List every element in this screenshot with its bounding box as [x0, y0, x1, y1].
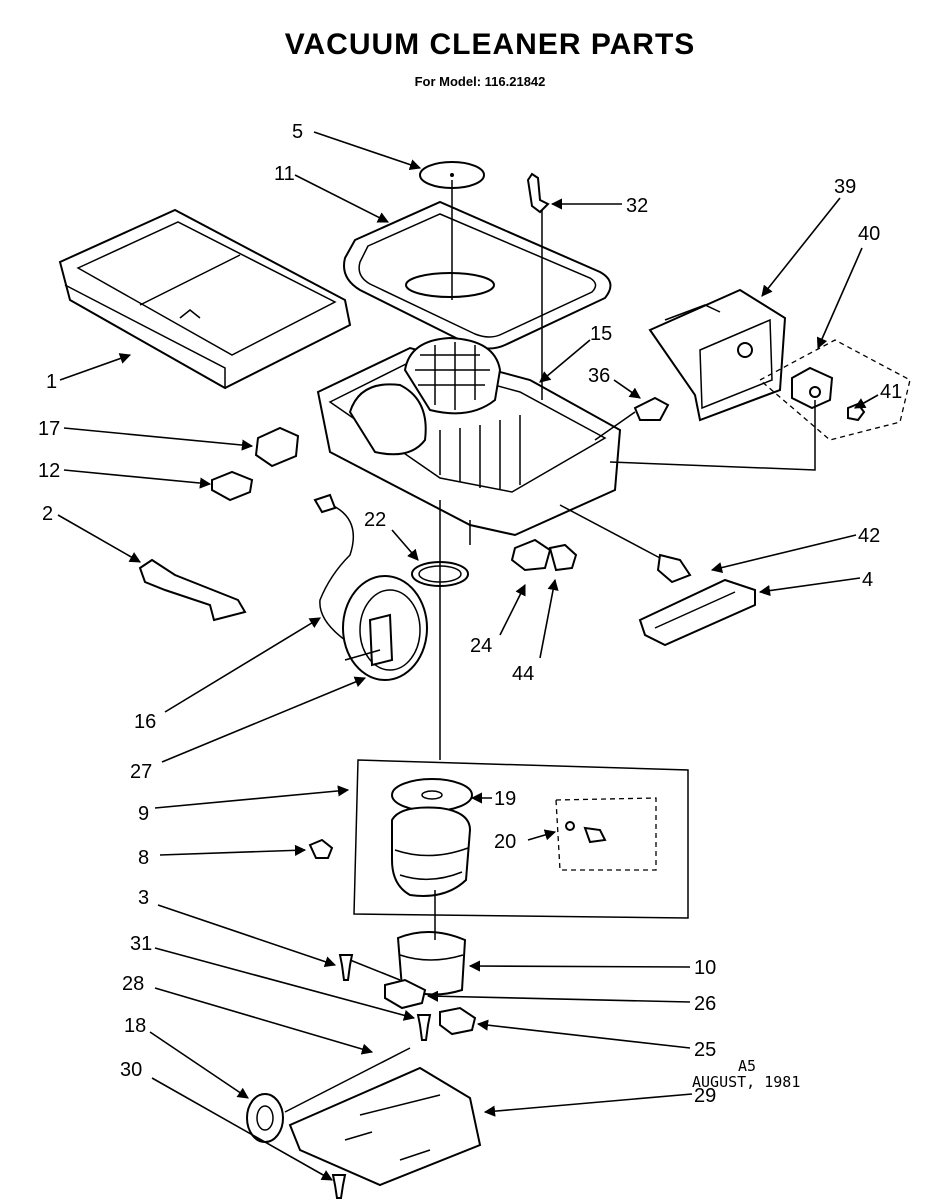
footer-date: AUGUST, 1981	[692, 1073, 801, 1091]
model-subtitle: For Model: 116.21842	[414, 74, 546, 89]
part-1-cover	[58, 208, 352, 390]
footer-stamp: A5 AUGUST, 1981	[692, 1058, 800, 1090]
part-42-cord-plug	[559, 504, 692, 584]
callout-26: 26	[694, 993, 716, 1015]
part-9-motor-assembly-box	[353, 759, 689, 919]
callout-39: 39	[834, 176, 856, 198]
callout-32: 32	[626, 195, 648, 217]
part-27-cord-reel	[342, 575, 428, 681]
callout-40: 40	[858, 223, 880, 245]
callout-labels: 5 11 32 39 40 1 15 36 41 17 12 2 22 42 4…	[38, 121, 902, 1107]
part-30-screw	[331, 1174, 347, 1199]
callout-3: 3	[138, 887, 149, 909]
callout-9: 9	[138, 803, 149, 825]
part-24-fitting	[510, 538, 552, 572]
part-39-housing-end	[648, 288, 787, 422]
part-motor	[391, 806, 472, 897]
part-26-pad	[384, 978, 427, 1010]
callout-5: 5	[292, 121, 303, 143]
part-41-nut	[847, 402, 866, 422]
part-28-axle	[284, 1047, 411, 1113]
part-12-block	[211, 470, 254, 502]
assembly-axis	[434, 180, 453, 940]
part-8-nut	[308, 838, 334, 859]
callout-25: 25	[694, 1039, 716, 1061]
callout-20: 20	[494, 831, 516, 853]
callout-30: 30	[120, 1059, 142, 1081]
part-10-mount-band	[396, 930, 467, 996]
assembly-axis-40	[609, 400, 816, 471]
part-36-connector	[594, 396, 670, 441]
callout-16: 16	[134, 711, 156, 733]
page-title: VACUUM CLEANER PARTS	[284, 28, 696, 61]
callout-19: 19	[494, 788, 516, 810]
callout-22: 22	[364, 509, 386, 531]
part-3-screw	[338, 954, 354, 981]
part-4-pedal	[638, 578, 756, 647]
callout-4: 4	[862, 569, 873, 591]
callout-17: 17	[38, 418, 60, 440]
part-31-screw	[416, 1014, 432, 1041]
part-2-bracket	[138, 558, 247, 622]
part-18-wheel	[246, 1093, 284, 1143]
callout-18: 18	[124, 1015, 146, 1037]
callout-36: 36	[588, 365, 610, 387]
callout-15: 15	[590, 323, 612, 345]
footer-code: A5	[738, 1057, 757, 1075]
callout-24: 24	[470, 635, 492, 657]
part-20-brushes-box	[555, 797, 657, 871]
callout-1: 1	[46, 371, 57, 393]
part-16-cord	[313, 493, 355, 641]
callout-10: 10	[694, 957, 716, 979]
callout-27: 27	[130, 761, 152, 783]
callout-12: 12	[38, 460, 60, 482]
part-32-clip	[526, 172, 550, 214]
callout-29: 29	[694, 1085, 716, 1107]
callout-28: 28	[122, 973, 144, 995]
callout-11: 11	[274, 163, 295, 185]
part-29-bottom-plate	[288, 1066, 482, 1187]
part-44-fitting	[548, 543, 578, 572]
part-25-pad	[439, 1006, 477, 1036]
part-17-switch	[254, 426, 300, 468]
callout-44: 44	[512, 663, 534, 685]
part-19-fan-disc	[391, 778, 473, 812]
callout-42: 42	[858, 525, 880, 547]
leader-lines	[57, 131, 879, 1181]
callout-8: 8	[138, 847, 149, 869]
callout-41: 41	[880, 381, 902, 403]
part-40-bracket	[758, 339, 911, 441]
part-15-housing	[316, 272, 622, 545]
callout-2: 2	[42, 503, 53, 525]
callout-31: 31	[130, 933, 152, 955]
